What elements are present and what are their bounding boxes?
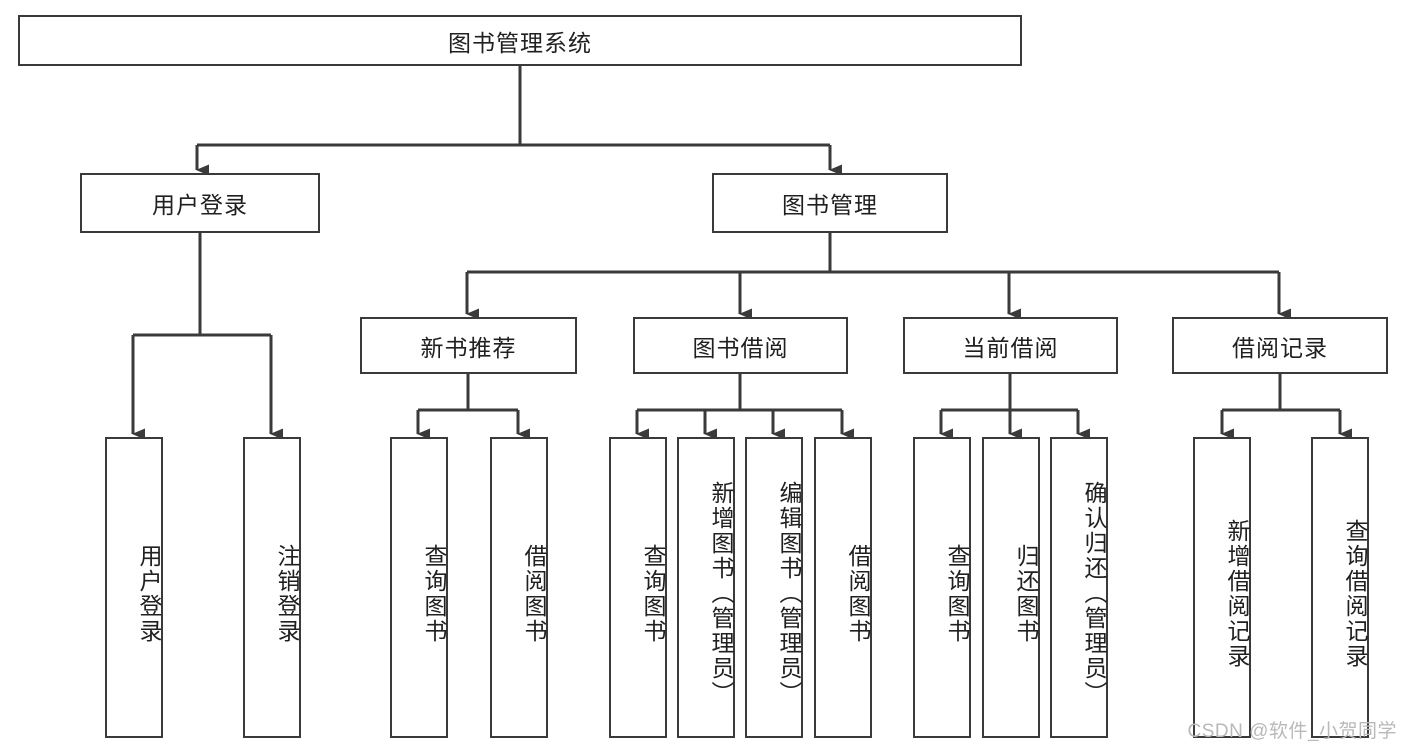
node-leaf-user-login[interactable]: 用户登录	[105, 437, 163, 738]
node-label: 借阅图书	[845, 543, 871, 644]
node-leaf-return-book[interactable]: 归还图书	[982, 437, 1040, 738]
node-leaf-add-book-admin[interactable]: 新增图书（管理员）	[677, 437, 735, 738]
node-label: 借阅图书	[521, 543, 547, 644]
node-leaf-query-book-2[interactable]: 查询图书	[609, 437, 667, 738]
node-label: 归还图书	[1013, 543, 1039, 644]
csdn-watermark: CSDN @软件_小贺同学	[1187, 721, 1397, 742]
node-leaf-confirm-return-admin[interactable]: 确认归还（管理员）	[1050, 437, 1108, 738]
node-leaf-add-borrow-record[interactable]: 新增借阅记录	[1193, 437, 1251, 738]
node-book-management[interactable]: 图书管理	[712, 173, 948, 233]
node-leaf-borrow-book-1[interactable]: 借阅图书	[490, 437, 548, 738]
node-leaf-logout-login[interactable]: 注销登录	[243, 437, 301, 738]
node-label: 编辑图书（管理员）	[776, 481, 802, 706]
node-label: 图书管理	[782, 192, 878, 218]
node-label: 图书管理系统	[448, 29, 592, 56]
node-leaf-edit-book-admin[interactable]: 编辑图书（管理员）	[745, 437, 803, 738]
node-leaf-query-book-1[interactable]: 查询图书	[390, 437, 448, 738]
node-label: 借阅记录	[1232, 334, 1328, 361]
node-label: 用户登录	[136, 543, 162, 644]
node-label: 图书借阅	[692, 334, 789, 361]
node-label: 用户登录	[152, 192, 248, 218]
node-root-book-management-system[interactable]: 图书管理系统	[18, 15, 1022, 66]
node-label: 确认归还（管理员）	[1081, 481, 1107, 706]
node-label: 新书推荐	[420, 334, 517, 361]
node-label: 查询图书	[944, 543, 970, 644]
node-label: 查询图书	[421, 543, 447, 644]
node-label: 查询图书	[640, 543, 666, 644]
node-label: 新增借阅记录	[1224, 518, 1250, 669]
node-user-login[interactable]: 用户登录	[80, 173, 320, 233]
node-label: 注销登录	[274, 543, 300, 644]
node-new-book-recommend[interactable]: 新书推荐	[360, 317, 577, 374]
node-current-borrow[interactable]: 当前借阅	[903, 317, 1118, 374]
node-leaf-query-book-3[interactable]: 查询图书	[913, 437, 971, 738]
node-label: 查询借阅记录	[1342, 518, 1368, 669]
node-leaf-borrow-book-2[interactable]: 借阅图书	[814, 437, 872, 738]
node-leaf-query-borrow-record[interactable]: 查询借阅记录	[1311, 437, 1369, 738]
node-borrow-record[interactable]: 借阅记录	[1172, 317, 1388, 374]
node-book-borrow[interactable]: 图书借阅	[633, 317, 848, 374]
node-label: 当前借阅	[962, 334, 1059, 361]
node-label: 新增图书（管理员）	[708, 481, 734, 706]
